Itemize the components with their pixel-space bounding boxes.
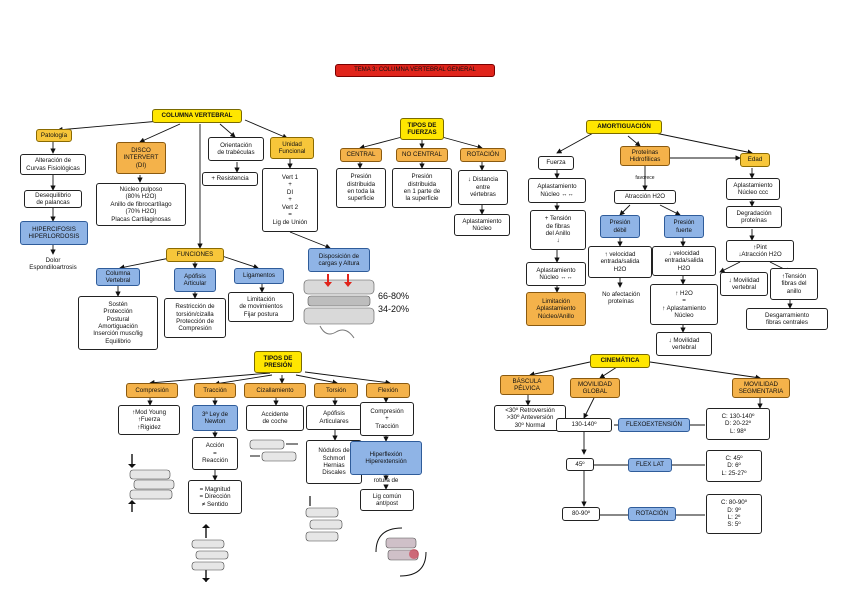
node-restriccion: Restricción de torsión/cizalla Protecció…: [164, 298, 226, 338]
node-45: 45º: [566, 458, 594, 471]
node-lig-comun: Lig común ant/post: [360, 489, 414, 511]
node-rotacion-fuerza: ROTACIÓN: [460, 148, 506, 162]
node-ligamentos: Ligamentos: [234, 268, 284, 284]
node-movilidad-vertebral: ↓ Movilidad vertebral: [656, 332, 712, 356]
node-tension-fibras-2: ↑Tensión fibras del anillo: [770, 268, 818, 300]
node-80-90: 80-90º: [562, 507, 600, 521]
node-seg-flex: C: 130-140º D: 20-22º L: 98º: [706, 408, 770, 440]
node-degradacion: Degradación proteínas: [726, 206, 782, 228]
node-columna-vertebral-func: Columna Vertebral: [96, 268, 140, 286]
node-aplastamiento-fuerza: Aplastamiento Núcleo: [454, 214, 510, 236]
node-tipos-fuerzas: TIPOS DE FUERZAS: [400, 118, 444, 140]
node-amortiguacion: AMORTIGUACIÓN: [586, 120, 662, 134]
node-orientacion: Orientación de trabéculas: [208, 137, 264, 161]
node-nucleo-pulposo: Núcleo pulposo (80% H2O) Anillo de fibro…: [96, 183, 186, 226]
node-magnitud: = Magnitud = Dirección ≠ Sentido: [188, 480, 242, 514]
spine-torsion-illustration: [305, 496, 343, 542]
node-presion-fuerte: Presión fuerte: [664, 215, 704, 238]
node-seg-rot: C: 80-90º D: 9º L: 2º S: 5º: [706, 494, 762, 534]
node-hpint: ↑Pint ↓Atracción H2O: [726, 240, 794, 262]
spine-compression-illustration: [128, 454, 175, 512]
pct-66-80: 66-80%: [378, 291, 410, 302]
page-title: TEMA 3: COLUMNA VERTEBRAL GENERAL: [335, 64, 495, 77]
node-desgarramiento: Desgarramiento fibras centrales: [746, 308, 828, 330]
node-sosten: Sostén Protección Postural Amortiguación…: [78, 296, 158, 350]
node-movilidad-segmentaria: MOVILIDAD SEGMENTARIA: [732, 378, 790, 398]
node-ley-newton: 3ª Ley de Newton: [192, 405, 238, 431]
node-distancia: ↓ Distancia entre vértebras: [458, 170, 508, 205]
node-accion-reaccion: Acción = Reacción: [192, 437, 238, 470]
node-comp-trac: Compresión + Tracción: [360, 402, 414, 436]
node-hiperflexion: Hiperflexión Hiperextensión: [350, 441, 422, 475]
pct-34-20: 34-20%: [378, 304, 410, 315]
node-central: CENTRAL: [340, 148, 382, 162]
node-accidente: Accidente de coche: [246, 405, 304, 431]
node-hipercifosis: HIPERCIFOSIS HIPERLORDOSIS: [20, 221, 88, 245]
node-limitacion-aplast: Limitación Aplastamiento Núcleo/Anillo: [526, 292, 586, 326]
node-cinematica: CINEMÁTICA: [590, 354, 650, 368]
disc-load-illustration: [303, 274, 375, 339]
node-traccion: Tracción: [194, 383, 236, 398]
node-tension-fibras: + Tensión de fibras del Anillo ↓: [530, 210, 586, 250]
node-aplast-nucleo-ccc: Aplastamiento Núcleo ccc: [726, 178, 780, 200]
node-apofisis-articular: Apófisis Articular: [174, 268, 216, 292]
node-torsion: Torsión: [314, 383, 358, 398]
node-vel-debil: ↑ velocidad entrada/salida H2O: [588, 246, 652, 278]
node-compresion: Compresión: [126, 383, 178, 398]
node-edad: Edad: [740, 153, 770, 167]
node-mod-young: ↑Mod Young ↑Fuerza ↑Rigidez: [118, 405, 180, 435]
node-vert-union: Vert 1 + DI + Vert 2 = Lig de Unión: [262, 168, 318, 232]
node-disposicion: Disposición de cargas y Altura: [308, 248, 370, 272]
node-funciones: FUNCIONES: [166, 248, 224, 262]
node-presion-parte: Presión distribuida en 1 parte de la sup…: [392, 168, 452, 208]
node-flex-lat: FLEX LAT: [628, 458, 672, 472]
node-movilidad-global: MOVILIDAD GLOBAL: [570, 378, 620, 398]
node-no-central: NO CENTRAL: [396, 148, 448, 162]
node-proteinas: Proteínas Hidrofílicas: [620, 146, 670, 166]
node-flexoextension: FLEXOEXTENSIÓN: [618, 418, 690, 432]
node-dolor: Dolor Espondiloartrosis: [29, 256, 77, 271]
node-130-140: 130-140º: [556, 418, 612, 432]
node-rotacion-cinematica: ROTACIÓN: [628, 507, 676, 521]
node-apofisis-articulares: Apófisis Articulares: [306, 405, 362, 430]
node-presion-distribuida: Presión distribuida en toda la superfici…: [336, 168, 386, 208]
node-desequilibrio: Desequilibrio de palancas: [24, 190, 82, 208]
node-patologia: Patología: [36, 129, 72, 142]
node-aplast-nucleo2: Aplastamiento Núcleo ↔↔: [526, 262, 586, 286]
node-rotura: rotura de: [373, 476, 399, 484]
node-fuerza: Fuerza: [538, 156, 574, 170]
node-disco: DISCO INTERVERT (DI): [116, 142, 166, 174]
node-tipos-presion: TIPOS DE PRESIÓN: [254, 351, 302, 373]
node-flexion: Flexión: [366, 383, 410, 398]
node-seg-lat: C: 45º D: 6º L: 25-27º: [706, 450, 762, 482]
node-vel-fuerte: ↓ velocidad entrada/salida H2O: [652, 246, 716, 276]
spine-flexion-illustration: [375, 527, 427, 577]
label-favorece: favorece: [635, 175, 655, 182]
node-presion-debil: Presión débil: [600, 215, 640, 238]
node-limitacion: Limitación de movimientos Fijar postura: [228, 292, 294, 322]
node-bascula: BÁSCULA PÉLVICA: [500, 375, 554, 395]
node-cizallamiento: Cizallamiento: [244, 383, 306, 398]
node-atraccion-h2o: Atracción H2O: [614, 190, 676, 204]
node-no-afectacion: No afectación proteínas: [602, 290, 640, 305]
node-h2o-aplast: ↑ H2O = ↑ Aplastamiento Núcleo: [650, 284, 718, 325]
node-columna-vertebral: COLUMNA VERTEBRAL: [152, 109, 242, 123]
spine-shear-illustration: [249, 439, 298, 462]
node-aplast-nucleo: Aplastamiento Núcleo ↔↔: [528, 178, 586, 203]
node-alteracion: Alteración de Curvas Fisiológicas: [20, 154, 86, 175]
spine-traction-illustration: [191, 524, 229, 582]
node-movilidad-vertebral-2: ↓ Movilidad vertebral: [720, 272, 768, 296]
node-unidad-funcional: Unidad Funcional: [270, 137, 314, 159]
node-resistencia: + Resistencia: [202, 172, 258, 186]
